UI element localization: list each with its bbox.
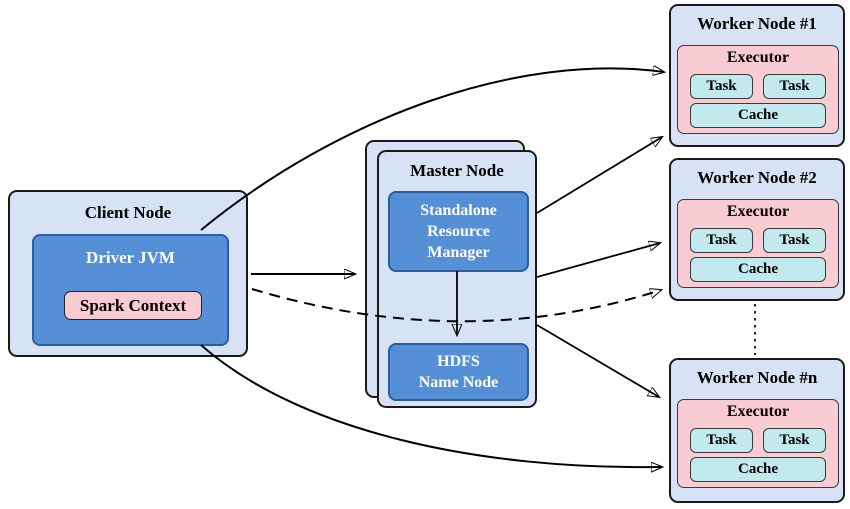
driver-jvm-box: Driver JVM Spark Context — [32, 234, 229, 346]
resource-manager-label-line: Resource — [427, 223, 490, 240]
worker-node-1-title: Worker Node #1 — [697, 14, 817, 33]
worker-node-n-box: Worker Node #n Executor Task Task Cache — [669, 358, 845, 503]
task-row: Task Task — [690, 74, 826, 99]
executor-box: Executor Task Task Cache — [677, 199, 839, 288]
task-row: Task Task — [690, 228, 826, 253]
executor-title: Executor — [726, 49, 790, 66]
edge-master-to-worker1 — [536, 137, 662, 214]
edge-master-to-worker2 — [536, 243, 660, 278]
worker-node-n-title: Worker Node #n — [696, 368, 818, 387]
task-box: Task — [763, 74, 826, 99]
executor-box: Executor Task Task Cache — [677, 399, 839, 488]
resource-manager-label-line: Manager — [427, 244, 490, 261]
cache-box: Cache — [690, 103, 826, 128]
driver-jvm-title: Driver JVM — [86, 248, 175, 267]
spark-context-box: Spark Context — [64, 291, 202, 320]
hdfs-name-node-box: HDFS Name Node — [388, 343, 529, 401]
cache-box: Cache — [690, 257, 826, 282]
task-box: Task — [690, 428, 753, 453]
master-node-title: Master Node — [410, 161, 504, 180]
client-node-title: Client Node — [84, 203, 172, 222]
resource-manager-label-line: Standalone — [420, 202, 497, 219]
task-row: Task Task — [690, 428, 826, 453]
executor-title: Executor — [726, 203, 790, 220]
standalone-resource-manager-box: Standalone Resource Manager — [388, 191, 529, 272]
task-box: Task — [763, 228, 826, 253]
worker-node-2-box: Worker Node #2 Executor Task Task Cache — [669, 158, 845, 301]
worker-node-1-box: Worker Node #1 Executor Task Task Cache — [669, 4, 845, 147]
executor-title: Executor — [726, 403, 790, 420]
cache-box: Cache — [690, 457, 826, 482]
worker-node-2-title: Worker Node #2 — [697, 168, 817, 187]
master-node-box: Master Node Standalone Resource Manager … — [377, 150, 537, 408]
hdfs-label-line: Name Node — [418, 374, 499, 391]
task-box: Task — [690, 74, 753, 99]
client-node-box: Client Node Driver JVM Spark Context — [8, 190, 248, 357]
hdfs-label-line: HDFS — [437, 353, 480, 370]
executor-box: Executor Task Task Cache — [677, 45, 839, 134]
task-box: Task — [763, 428, 826, 453]
edge-master-to-workern — [536, 324, 659, 397]
task-box: Task — [690, 228, 753, 253]
